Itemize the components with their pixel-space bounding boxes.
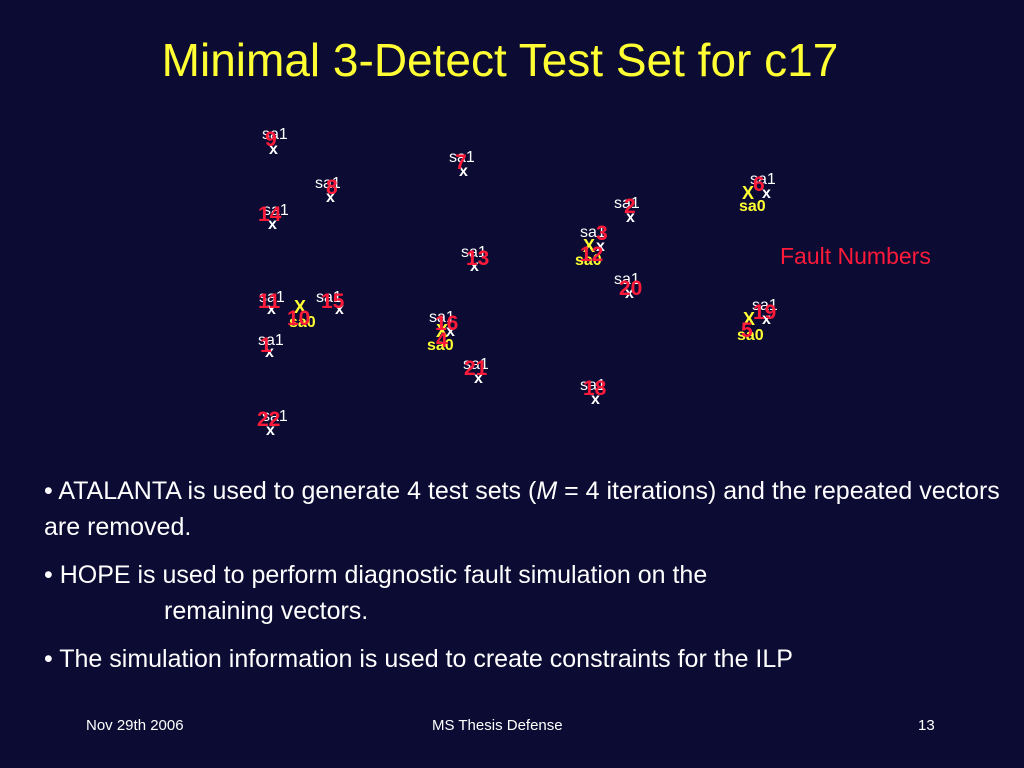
- sa0-label: sa0: [289, 314, 316, 331]
- sa0-label: sa0: [575, 252, 602, 269]
- fault-number: 15: [321, 290, 345, 313]
- sa1-label: sa1: [429, 309, 455, 326]
- sa0-label: sa0: [427, 337, 454, 354]
- fault-number: 3: [596, 222, 608, 245]
- fault-number: 18: [583, 377, 607, 400]
- fault-x-mark: x: [266, 422, 275, 439]
- fault-X-mark: X: [742, 183, 755, 203]
- slide-title: Minimal 3-Detect Test Set for c17: [161, 34, 839, 86]
- fault-number: 16: [435, 312, 459, 335]
- fault-number: 7: [455, 151, 467, 174]
- fault-diagram: sa1 x sa1 x sa1 x sa1 x sa1 x sa1 x sa1 …: [257, 126, 931, 439]
- footer-event: MS Thesis Defense: [432, 717, 563, 734]
- fault-number: 1: [260, 334, 272, 357]
- sa1-label: sa1: [750, 171, 776, 188]
- sa1-label: sa1: [461, 244, 487, 261]
- fault-X-mark: X: [436, 321, 449, 341]
- fault-number: 19: [753, 301, 777, 324]
- fault-number: 12: [580, 243, 604, 266]
- bullet-list: • ATALANTA is used to generate 4 test se…: [44, 473, 1004, 689]
- sa1-label: sa1: [580, 224, 606, 241]
- fault-x-mark: x: [326, 189, 335, 206]
- fault-number: 8: [326, 176, 338, 199]
- bullet-item: • ATALANTA is used to generate 4 test se…: [44, 477, 1000, 541]
- fault-number: 11: [258, 290, 281, 313]
- fault-x-mark: x: [265, 344, 274, 361]
- fault-x-mark: x: [459, 163, 468, 180]
- fault-X-mark: X: [743, 309, 756, 329]
- fault-X-mark: X: [294, 297, 307, 317]
- fault-x-mark: x: [268, 216, 277, 233]
- sa1-label: sa1: [463, 356, 489, 373]
- sa1-label: sa1: [316, 289, 342, 306]
- fault-x-mark: x: [267, 301, 276, 318]
- sa1-label: sa1: [614, 271, 640, 288]
- sa0-label: sa0: [739, 198, 766, 215]
- bullet-item: • HOPE is used to perform diagnostic fau…: [44, 561, 708, 625]
- fault-X-mark: X: [583, 236, 596, 256]
- fault-x-mark: x: [596, 238, 605, 255]
- footer-page-number: 13: [918, 717, 935, 734]
- sa1-label: sa1: [262, 408, 288, 425]
- fault-x-mark: x: [762, 311, 771, 328]
- fault-x-mark: x: [269, 141, 278, 158]
- fault-number: 13: [466, 247, 490, 270]
- fault-number: 10: [287, 307, 311, 330]
- fault-number: 14: [258, 203, 282, 226]
- fault-number: 2: [624, 195, 636, 218]
- fault-x-mark: x: [335, 301, 344, 318]
- fault-number: 22: [257, 408, 281, 431]
- footer-date: Nov 29th 2006: [86, 717, 184, 734]
- fault-number: 9: [265, 128, 277, 151]
- sa1-label: sa1: [263, 202, 289, 219]
- fault-number: 4: [436, 329, 448, 352]
- fault-number: 6: [753, 173, 765, 196]
- sa1-label: sa1: [262, 126, 288, 143]
- fault-number: 20: [619, 277, 643, 300]
- fault-x-mark: x: [626, 209, 635, 226]
- bullet-item: • The simulation information is used to …: [44, 645, 793, 673]
- fault-number: 21: [464, 357, 488, 380]
- sa1-label: sa1: [315, 175, 341, 192]
- fault-x-mark: x: [474, 370, 483, 387]
- fault-x-mark: x: [625, 285, 634, 302]
- sa1-label: sa1: [259, 289, 285, 306]
- sa1-label: sa1: [580, 377, 606, 394]
- sa1-label: sa1: [752, 297, 778, 314]
- sa1-label: sa1: [614, 195, 640, 212]
- sa1-label: sa1: [258, 332, 284, 349]
- sa0-label: sa0: [737, 327, 764, 344]
- fault-numbers-label: Fault Numbers: [780, 243, 931, 269]
- sa1-label: sa1: [449, 149, 475, 166]
- fault-x-mark: x: [446, 323, 455, 340]
- fault-x-mark: x: [762, 185, 771, 202]
- fault-x-mark: x: [591, 391, 600, 408]
- fault-number: 5: [741, 319, 753, 342]
- fault-x-mark: x: [470, 258, 479, 275]
